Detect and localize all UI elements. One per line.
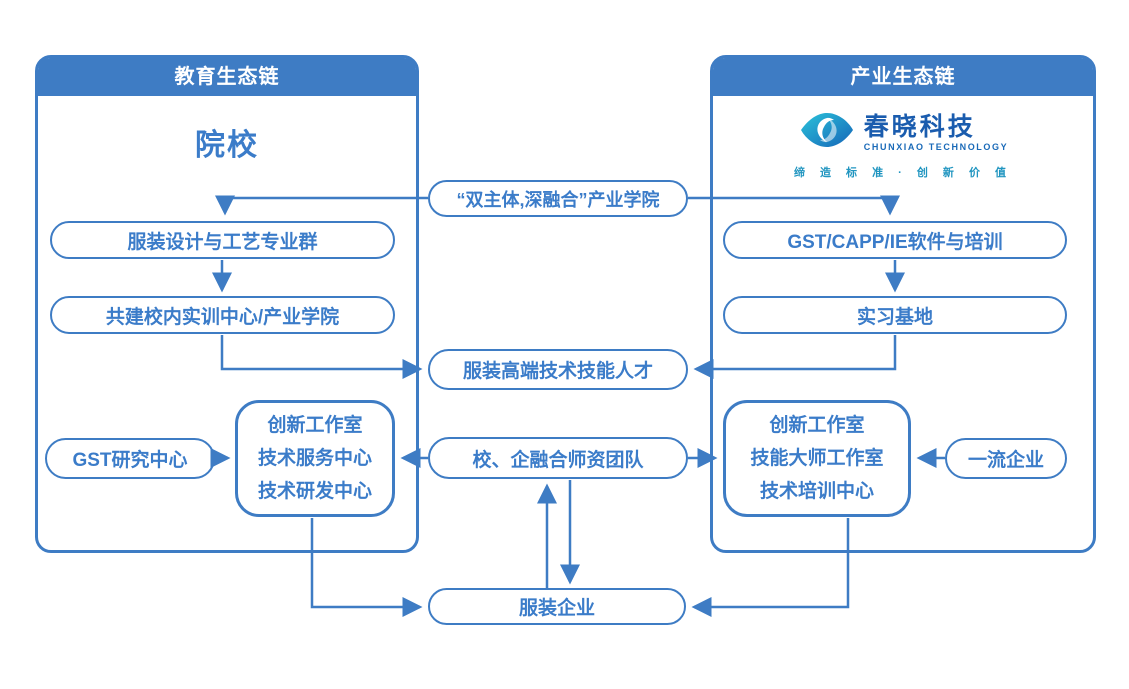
education-chain-header: 教育生态链 <box>38 58 416 96</box>
node-talent: 服装高端技术技能人才 <box>428 349 688 390</box>
right-centers-line2: 技能大师工作室 <box>750 448 884 469</box>
node-training-center: 共建校内实训中心/产业学院 <box>50 296 395 334</box>
company-tagline: 缔 造 标 准 · 创 新 价 值 <box>793 167 1013 179</box>
node-first-class-enterprise: 一流企业 <box>945 438 1067 479</box>
chunxiao-logo-icon <box>798 110 856 155</box>
node-software-training: GST/CAPP/IE软件与培训 <box>723 221 1067 259</box>
left-centers-line2: 技术服务中心 <box>257 448 372 469</box>
company-logo: 春晓科技 CHUNXIAO TECHNOLOGY 缔 造 标 准 · 创 新 价… <box>713 110 1093 180</box>
node-major-group: 服装设计与工艺专业群 <box>50 221 395 259</box>
node-teacher-team: 校、企融合师资团队 <box>428 437 688 479</box>
right-centers-line1: 创新工作室 <box>769 415 865 436</box>
left-centers-line3: 技术研发中心 <box>257 481 372 502</box>
company-name-en: CHUNXIAO TECHNOLOGY <box>863 141 1009 152</box>
colleges-title: 院校 <box>195 129 259 162</box>
company-name: 春晓科技 <box>863 112 976 141</box>
node-gst-research-center: GST研究中心 <box>45 438 215 479</box>
node-industry-college: “双主体,深融合”产业学院 <box>428 180 688 217</box>
node-fashion-enterprise: 服装企业 <box>428 588 686 625</box>
node-left-centers-box: 创新工作室 技术服务中心 技术研发中心 <box>235 400 395 517</box>
left-centers-line1: 创新工作室 <box>267 415 363 436</box>
node-internship-base: 实习基地 <box>723 296 1067 334</box>
industry-chain-header: 产业生态链 <box>713 58 1093 96</box>
node-right-centers-box: 创新工作室 技能大师工作室 技术培训中心 <box>723 400 911 517</box>
right-centers-line3: 技术培训中心 <box>759 481 874 502</box>
